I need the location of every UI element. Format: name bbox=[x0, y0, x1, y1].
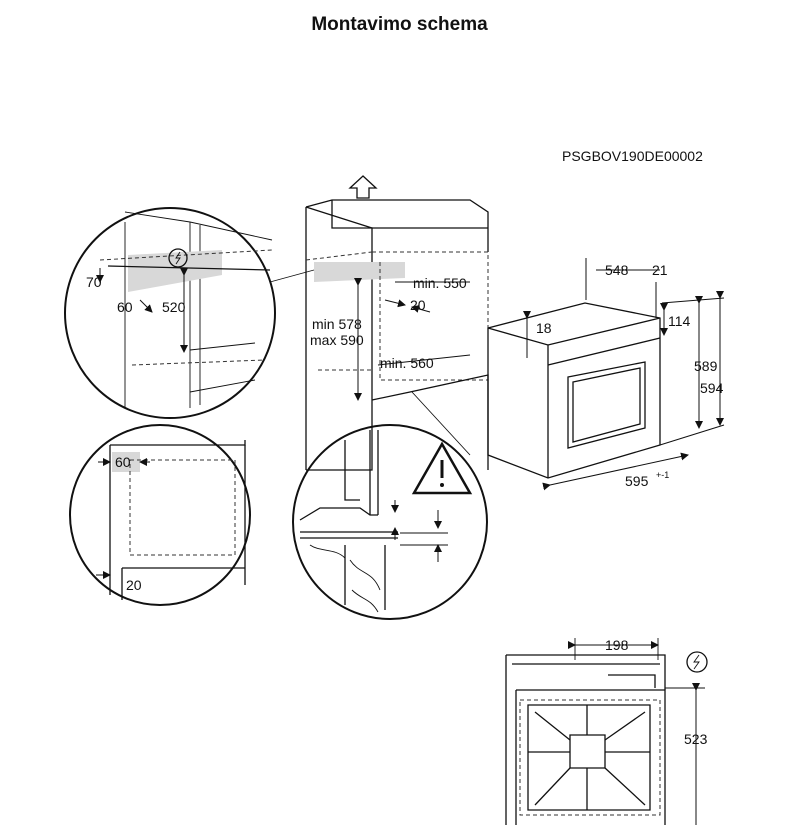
cabinet-niche: min 578 max 590 min. 550 20 min. 560 bbox=[305, 175, 489, 471]
detail-bottom-left-d1: 60 bbox=[115, 454, 131, 470]
plan-view: 198 523 bbox=[505, 637, 708, 825]
oven-depth: 548 bbox=[605, 262, 629, 278]
detail-top-left: 70 60 520 bbox=[64, 207, 315, 419]
arrow-up-icon bbox=[348, 175, 378, 199]
detail-bottom-left: 60 20 bbox=[69, 424, 251, 606]
plan-width: 198 bbox=[605, 637, 629, 653]
oven-height-body: 589 bbox=[694, 358, 718, 374]
plan-depth: 523 bbox=[684, 731, 708, 747]
niche-height-min: min 578 bbox=[312, 316, 362, 332]
niche-gap: 20 bbox=[410, 297, 426, 313]
detail-top-left-d2: 60 bbox=[117, 299, 133, 315]
oven-height-total: 594 bbox=[700, 380, 724, 396]
oven-width-tolerance: +-1 bbox=[656, 470, 669, 480]
electrical-connection-icon bbox=[168, 248, 188, 268]
niche-width-min: min. 560 bbox=[380, 355, 434, 371]
oven-unit: 548 21 18 114 589 594 595 +-1 bbox=[487, 258, 725, 491]
plan-electrical-connection-icon bbox=[686, 651, 708, 673]
page-title: Montavimo schema bbox=[311, 14, 488, 35]
oven-door: 21 bbox=[652, 262, 668, 278]
electrical-zone bbox=[314, 262, 405, 282]
oven-width: 595 bbox=[625, 473, 649, 489]
niche-height-max: max 590 bbox=[310, 332, 364, 348]
doc-code: PSGBOV190DE00002 bbox=[562, 148, 703, 164]
oven-panel: 114 bbox=[668, 313, 691, 329]
detail-top-left-d3: 520 bbox=[162, 299, 186, 315]
detail-bottom-middle bbox=[292, 391, 488, 620]
oven-top-offset: 18 bbox=[536, 320, 552, 336]
detail-bottom-left-d2: 20 bbox=[126, 577, 142, 593]
niche-depth-min: min. 550 bbox=[413, 275, 467, 291]
detail-top-left-d1: 70 bbox=[86, 274, 102, 290]
